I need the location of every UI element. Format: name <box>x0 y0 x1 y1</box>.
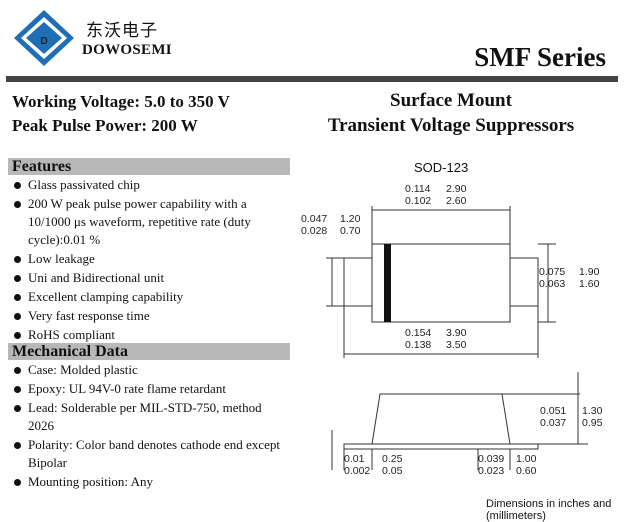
dimensions-note: Dimensions in inches and (millimeters) <box>486 498 612 522</box>
mechanical-item: Mounting position: Any <box>10 473 290 491</box>
dim-lead-length-mm-max: 1.00 <box>516 453 537 465</box>
side-view-lead-frame <box>343 443 539 450</box>
dim-body-height-max: 0.075 <box>539 266 565 278</box>
feature-item: 200 W peak pulse power capability with a… <box>10 195 290 249</box>
dim-thickness-mm-min: 0.95 <box>582 417 603 429</box>
mechanical-item: Polarity: Color band denotes cathode end… <box>10 436 290 472</box>
dim-lead-thickness-mm-max: 0.25 <box>382 453 403 465</box>
series-title: SMF Series <box>474 42 606 72</box>
dimension-labels: 0.114 0.102 2.90 2.60 0.047 0.028 1.20 0… <box>301 183 603 477</box>
brand-name-chinese: 东沃电子 <box>86 21 158 41</box>
dim-thickness-mm-max: 1.30 <box>582 405 603 417</box>
features-heading: Features <box>8 158 290 175</box>
mechanical-item: Case: Molded plastic <box>10 361 290 379</box>
dim-lead-thickness-min: 0.002 <box>344 465 370 477</box>
dim-lead-length-max: 0.039 <box>478 453 504 465</box>
dim-length-max: 0.154 <box>405 327 431 339</box>
dim-lead-thickness-max: 0.01 <box>344 453 365 465</box>
dim-body-height-mm-min: 1.60 <box>579 278 600 290</box>
product-title-line1: Surface Mount <box>390 90 512 111</box>
feature-item: Low leakage <box>10 250 290 268</box>
dim-body-width-max: 0.114 <box>405 183 431 195</box>
top-view-body <box>371 243 511 323</box>
dim-thickness-min: 0.037 <box>540 417 566 429</box>
dim-lead-thickness-mm-min: 0.05 <box>382 465 403 477</box>
dim-body-width-mm-max: 2.90 <box>446 183 467 195</box>
features-list: Glass passivated chip 200 W peak pulse p… <box>10 176 290 345</box>
dim-length-mm-min: 3.50 <box>446 339 467 351</box>
side-view-body <box>371 393 511 445</box>
dim-thickness-max: 0.051 <box>540 405 566 417</box>
mechanical-item: Epoxy: UL 94V-0 rate flame retardant <box>10 380 290 398</box>
feature-item: Very fast response time <box>10 307 290 325</box>
cathode-band <box>384 244 391 322</box>
feature-item: Glass passivated chip <box>10 176 290 194</box>
feature-item: Uni and Bidirectional unit <box>10 269 290 287</box>
feature-item: RoHS compliant <box>10 326 290 344</box>
logo-letter: D <box>40 35 48 47</box>
package-name: SOD-123 <box>414 160 469 175</box>
dim-lead-width-mm-max: 1.20 <box>340 213 361 225</box>
dim-body-height-min: 0.063 <box>539 278 565 290</box>
header-rule <box>6 76 618 82</box>
mechanical-list: Case: Molded plastic Epoxy: UL 94V-0 rat… <box>10 361 290 492</box>
dim-lead-width-max: 0.047 <box>301 213 327 225</box>
top-view-right-lead <box>509 257 539 307</box>
mechanical-item: Lead: Solderable per MIL-STD-750, method… <box>10 399 290 435</box>
dim-length-min: 0.138 <box>405 339 431 351</box>
feature-item: Excellent clamping capability <box>10 288 290 306</box>
product-title-line2: Transient Voltage Suppressors <box>327 115 575 136</box>
mechanical-heading: Mechanical Data <box>8 343 290 360</box>
dim-lead-length-min: 0.023 <box>478 465 504 477</box>
brand-name-english: DOWOSEMI <box>82 42 172 58</box>
dim-body-width-mm-min: 2.60 <box>446 195 467 207</box>
dim-body-width-min: 0.102 <box>405 195 431 207</box>
working-voltage: Working Voltage: 5.0 to 350 V <box>12 92 230 111</box>
top-view-left-lead <box>343 257 373 307</box>
dim-lead-width-min: 0.028 <box>301 225 327 237</box>
dim-length-mm-max: 3.90 <box>446 327 467 339</box>
dim-lead-length-mm-min: 0.60 <box>516 465 537 477</box>
dowosemi-logo: D <box>14 10 74 66</box>
peak-pulse-power: Peak Pulse Power: 200 W <box>12 116 198 135</box>
dim-lead-width-mm-min: 0.70 <box>340 225 361 237</box>
dim-body-height-mm-max: 1.90 <box>579 266 600 278</box>
